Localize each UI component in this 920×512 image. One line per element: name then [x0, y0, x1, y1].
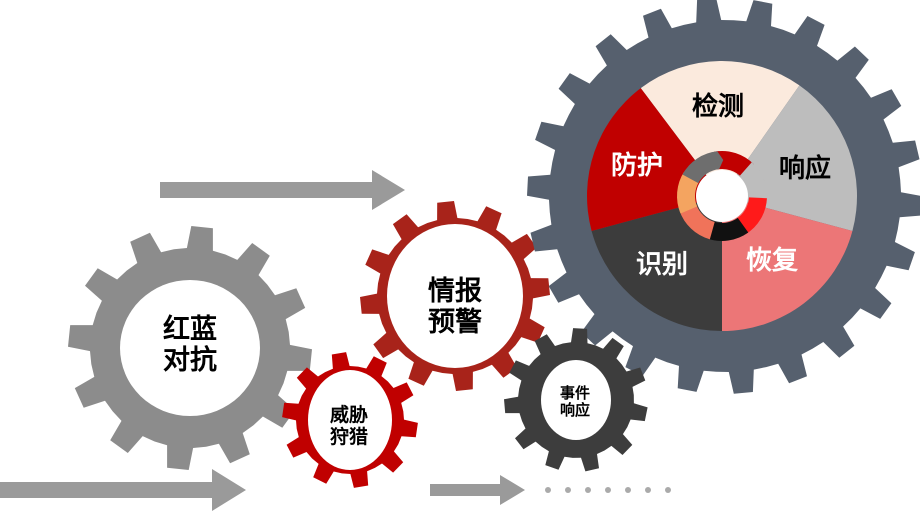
cycle-arrow: [739, 162, 767, 206]
cycle-pie: [587, 60, 857, 331]
cycle-arrow: [679, 202, 715, 240]
pie-segment: [640, 60, 800, 196]
segment-label-protect: 防护: [610, 151, 664, 182]
cycle-arrow: [736, 197, 767, 235]
dot: [545, 487, 551, 493]
cycle-hub: [696, 170, 748, 222]
arrow-bottom-small: [430, 475, 525, 505]
dot: [665, 487, 671, 493]
cycle-arrow: [714, 151, 755, 178]
dot: [625, 487, 631, 493]
segment-label-respond: 响应: [778, 154, 832, 185]
gear-label-hunt: 威胁狩猎: [329, 404, 369, 448]
gear-label-red-blue: 红蓝对抗: [163, 313, 217, 376]
continuation-dots: [545, 487, 671, 493]
arrow-top: [160, 170, 405, 210]
gear-incident: [504, 328, 648, 472]
segment-label-detect: 检测: [691, 92, 745, 123]
cycle-arrow: [677, 171, 700, 214]
dot: [605, 487, 611, 493]
segment-label-recover: 恢复: [745, 246, 799, 277]
gear-red-blue: [68, 226, 312, 470]
arrow-bottom-left: [0, 469, 246, 511]
dot: [645, 487, 651, 493]
gear-hole: [308, 370, 392, 470]
dot: [585, 487, 591, 493]
dot: [565, 487, 571, 493]
pie-segment: [722, 196, 853, 331]
pie-segment: [591, 196, 722, 331]
gear-hole: [387, 224, 523, 368]
gear-label-incident: 事件响应: [559, 383, 591, 419]
gear-hunt: [282, 352, 418, 488]
segment-label-identify: 识别: [635, 250, 689, 281]
cycle-arrow: [682, 151, 724, 184]
cycle-arrow: [705, 217, 749, 242]
gear-hole: [541, 360, 611, 440]
gear-label-intel: 情报预警: [428, 275, 482, 338]
gear-intel: [360, 201, 550, 391]
gear-hole: [120, 280, 260, 416]
